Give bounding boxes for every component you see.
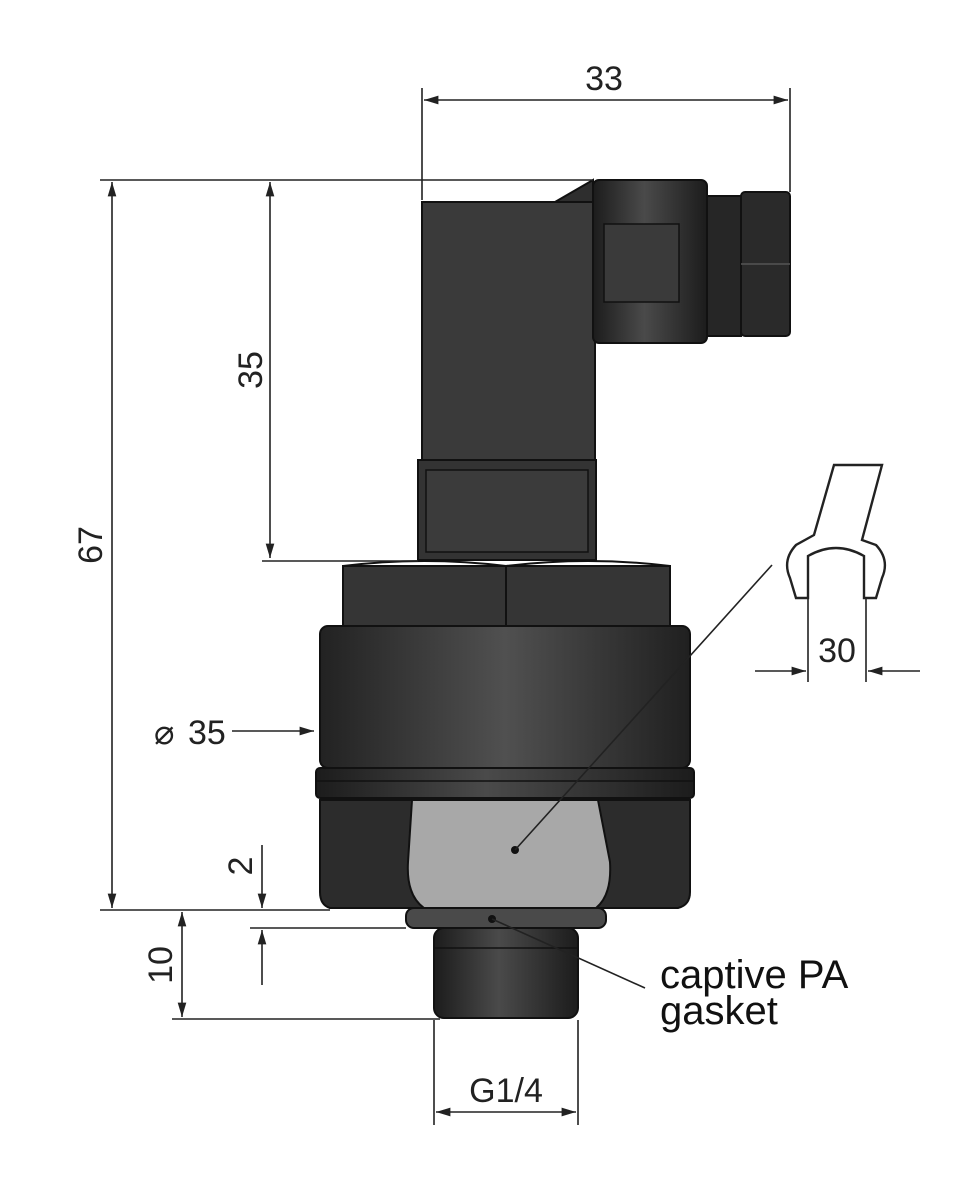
upper-hex-nut [342, 560, 671, 627]
dim-2-label: 2 [222, 857, 260, 876]
threaded-port [433, 927, 579, 1019]
wrench-symbol [755, 463, 920, 682]
lower-hex-nut [319, 799, 691, 916]
dim-diameter-label: 35 [188, 714, 226, 752]
dim-35-height-label: 35 [232, 351, 270, 389]
main-cylinder [315, 625, 695, 799]
gasket-note-line1: captive PA [660, 953, 849, 997]
connector-housing [421, 201, 596, 465]
sensor-body [315, 178, 791, 1019]
dimension-lines [100, 88, 791, 1125]
dim-67-label: 67 [72, 526, 110, 564]
diameter-symbol: ⌀ [154, 714, 174, 752]
dim-33-label: 33 [585, 60, 623, 98]
dim-30-label: 30 [818, 632, 856, 670]
thread-label: G1/4 [469, 1072, 543, 1110]
gasket-note-line2: gasket [660, 989, 778, 1033]
dim-10-label: 10 [142, 946, 180, 984]
